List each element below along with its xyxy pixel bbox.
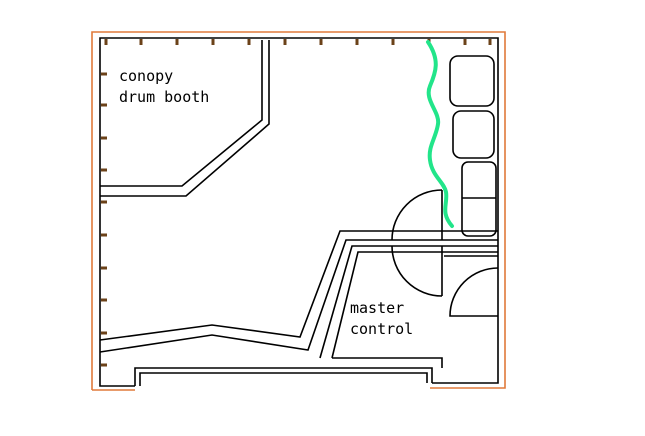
wall-stud bbox=[101, 72, 107, 76]
inner-wall bbox=[99, 37, 499, 387]
wall-stud bbox=[101, 298, 107, 302]
wall-stud bbox=[355, 39, 359, 45]
door-swing-right bbox=[449, 267, 499, 317]
wall-stud bbox=[101, 331, 107, 335]
wall-stud bbox=[391, 39, 395, 45]
wall-stud bbox=[101, 266, 107, 270]
seat-cushion-2 bbox=[452, 110, 495, 159]
wall-stud bbox=[319, 39, 323, 45]
control-wall-front bbox=[331, 251, 443, 368]
wall-stud bbox=[101, 136, 107, 140]
drum-booth-wall-inner bbox=[100, 40, 270, 197]
green-curtain bbox=[426, 40, 454, 228]
wall-stud bbox=[175, 39, 179, 45]
seat-cushion-3 bbox=[461, 161, 497, 237]
wall-stud bbox=[463, 39, 467, 45]
wall-stud bbox=[283, 39, 287, 45]
control-wall-middle bbox=[99, 239, 390, 353]
outer-wall bbox=[91, 31, 506, 391]
drum-booth-label-line2: drum booth bbox=[119, 88, 209, 106]
control-wall-outer bbox=[99, 230, 390, 341]
bottom-threshold bbox=[134, 367, 433, 386]
master-control-label-line2: control bbox=[350, 320, 413, 338]
wall-stud bbox=[101, 168, 107, 172]
door-swing-upper bbox=[391, 189, 443, 241]
wall-stud bbox=[104, 39, 108, 45]
wall-stud bbox=[101, 200, 107, 204]
control-wall-inner bbox=[319, 245, 390, 359]
wall-stud bbox=[139, 39, 143, 45]
drum-booth-label-line1: conopy bbox=[119, 67, 173, 85]
wall-stud bbox=[211, 39, 215, 45]
wall-stud bbox=[101, 103, 107, 107]
wall-stud bbox=[247, 39, 251, 45]
door-swing-lower bbox=[391, 245, 443, 297]
wall-stud bbox=[488, 39, 492, 45]
corridor-lines bbox=[390, 230, 498, 257]
wall-stud bbox=[101, 363, 107, 367]
wall-stud bbox=[101, 233, 107, 237]
seat-cushion-1 bbox=[449, 55, 495, 107]
master-control-label-line1: master bbox=[350, 299, 404, 317]
drum-booth-wall-outer bbox=[100, 40, 263, 187]
